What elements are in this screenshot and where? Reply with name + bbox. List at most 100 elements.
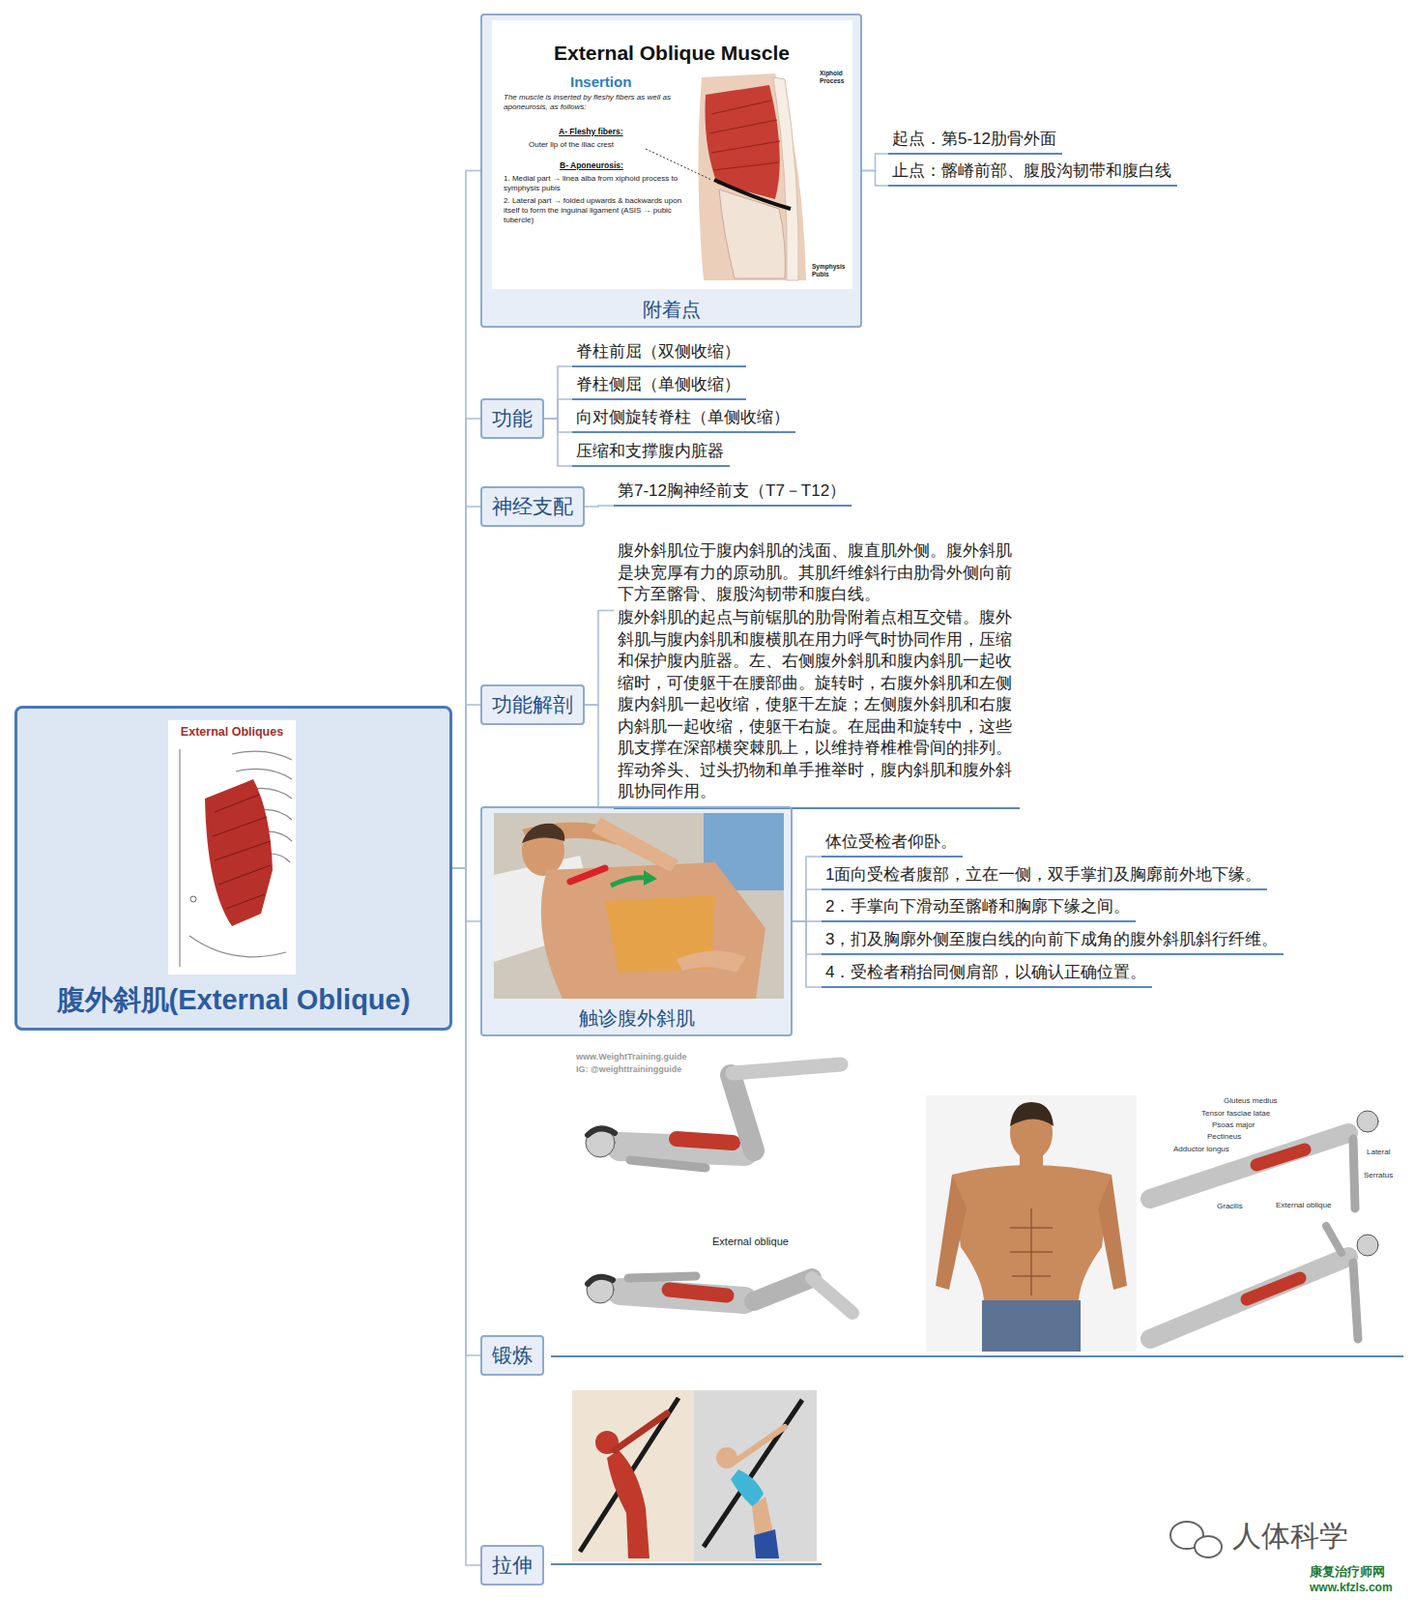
branch-topic: 功能解剖 [480, 684, 585, 725]
leaf-topic: 脊柱侧屈（单侧收缩） [572, 371, 747, 401]
part-name: Symphysis Pubis [811, 262, 851, 279]
topic-fill [480, 806, 793, 1037]
part-name: External oblique [1275, 1200, 1331, 1211]
branch-topic: 功能 [480, 398, 545, 439]
topic-text: 腹外斜肌的起点与前锯肌的肋骨附着点相互交错。腹外斜肌与腹内斜肌和腹横肌在用力呼气… [617, 606, 1016, 804]
connector [862, 153, 889, 172]
motion-arrowhead [643, 869, 658, 886]
topic-text: 压缩和支撑腹内脏器 [576, 440, 724, 463]
connector [584, 704, 614, 809]
shin [811, 1277, 853, 1313]
pelvis-outline [189, 935, 287, 957]
connector [452, 171, 481, 869]
topic-text: 功能解剖 [491, 691, 574, 719]
part-name: Gluteus medius [1223, 1096, 1278, 1106]
topic-text: 第7-12胸神经前支（T7－T12） [617, 480, 846, 502]
topic-fill [14, 705, 453, 1031]
connector [452, 704, 481, 868]
image-subheading: B- Aponeurosis: [559, 160, 624, 172]
connector [452, 867, 481, 1565]
leaf-topic: 1面向受检者腹部，立在一侧，双手掌扪及胸廓前外地下缘。 [821, 861, 1268, 891]
photo-ground [925, 1095, 1137, 1352]
topic-text: 向对侧旋转脊柱（单侧收缩） [576, 406, 790, 429]
fiber [713, 162, 780, 171]
leaf-topic: 3，扪及胸廓外侧至腹白线的向前下成角的腹外斜肌斜行纤维。 [821, 925, 1284, 955]
branch-underline [550, 1562, 822, 1565]
image-note: Outer lip of the iliac crest [528, 140, 614, 150]
hair [1010, 1101, 1054, 1127]
leaf-topic: 向对侧旋转脊柱（单侧收缩） [572, 404, 796, 434]
head [585, 1127, 615, 1157]
connector [544, 366, 573, 419]
topic-text: 脊柱前屈（双侧收缩） [576, 341, 741, 363]
image-heading: Insertion [570, 73, 632, 92]
topic-text: 腹外斜肌位于腹内斜肌的浅面、腹直肌外侧。腹外斜肌是块宽厚有力的原动肌。其肌纤维斜… [617, 540, 1016, 607]
arm [614, 1413, 667, 1450]
connector [584, 610, 614, 706]
fiber [709, 119, 778, 134]
torso [541, 862, 766, 999]
arm [628, 1275, 696, 1278]
leaf-topic: 压缩和支撑腹内脏器 [572, 437, 730, 467]
branch-underline [550, 1355, 1404, 1358]
thigh [730, 1074, 754, 1151]
topic-text: 脊柱侧屈（单侧收缩） [576, 374, 741, 396]
image-note: The muscle is inserted by fleshy fibers … [503, 92, 688, 113]
fiber [226, 894, 265, 909]
arm [630, 1159, 706, 1168]
arm [1353, 1138, 1356, 1209]
topic-text: 4．受检者稍抬同侧肩部，以确认正确位置。 [825, 961, 1147, 983]
topic-fill [480, 13, 863, 328]
image-ground [491, 20, 853, 289]
connector [452, 418, 481, 868]
wechat-icon [1194, 1535, 1222, 1558]
part-name: Adductor longus [1173, 1144, 1230, 1155]
leaf-topic: 脊柱前屈（双侧收缩） [572, 338, 747, 368]
exercise-figure [1150, 1225, 1379, 1339]
central-topic: 腹外斜肌(External Oblique) [14, 705, 453, 1031]
watermark: www.WeightTraining.guide [576, 1051, 688, 1063]
paragraph-topic: 腹外斜肌的起点与前锯肌的肋骨附着点相互交错。腹外斜肌与腹内斜肌和腹横肌在用力呼气… [613, 605, 1020, 809]
topic-text: 起点．第5-12肋骨外面 [892, 128, 1057, 150]
topic-text: 锻炼 [491, 1341, 533, 1369]
topic-text: 神经支配 [491, 492, 574, 520]
exercise-figure [1150, 1110, 1379, 1209]
shin [732, 1064, 841, 1073]
leaf-topic: 4．受检者稍抬同侧肩部，以确认正确位置。 [821, 958, 1153, 988]
watermark: 康复治疗师网 [1309, 1563, 1386, 1580]
topic-text: 1面向受检者腹部，立在一侧，双手掌扪及胸廓前外地下缘。 [825, 864, 1262, 886]
navel [190, 895, 197, 902]
topic-text: 2．手掌向下滑动至髂嵴和胸廓下缘之间。 [825, 895, 1130, 918]
abs-lines [1010, 1208, 1053, 1296]
connector [452, 506, 481, 868]
abs-line [1010, 1226, 1053, 1229]
watermark: www.kfzls.com [1309, 1580, 1393, 1595]
image-title: External Oblique Muscle [512, 40, 832, 66]
topic-text: 触诊腹外斜肌 [578, 1006, 695, 1030]
image-note: 1. Medial part → linea alba from xiphoid… [503, 173, 693, 194]
leaf-topic: 起点．第5-12肋骨外面 [888, 125, 1063, 155]
topic-text: 功能 [491, 404, 533, 433]
watermark: IG: @weighttrainingguide [576, 1064, 682, 1075]
image-topic: 触诊腹外斜肌 [480, 806, 793, 1037]
rib [235, 768, 292, 780]
branch-topic: 拉伸 [480, 1544, 545, 1586]
muscle-fibers [709, 100, 780, 171]
arm [1097, 1174, 1127, 1290]
therapist-hand [676, 950, 747, 973]
topic-text: 体位受检者仰卧。 [825, 831, 957, 853]
branch-topic: 锻炼 [480, 1334, 545, 1376]
leaf-topic: 2．手掌向下滑动至髂嵴和胸廓下缘之间。 [821, 893, 1136, 923]
head [586, 1275, 614, 1303]
image-subheading: A- Fleshy fibers: [558, 126, 624, 138]
head [1357, 1234, 1379, 1256]
leaf-topic: 第7-12胸神经前支（T7－T12） [613, 477, 852, 507]
exercise-figure [585, 1064, 841, 1168]
part-name: Psoas major [1212, 1120, 1255, 1130]
image-ground [693, 1389, 817, 1561]
connector [584, 505, 614, 507]
body [1150, 1132, 1349, 1199]
part-name: Tensor fasciae latae [1201, 1108, 1271, 1119]
